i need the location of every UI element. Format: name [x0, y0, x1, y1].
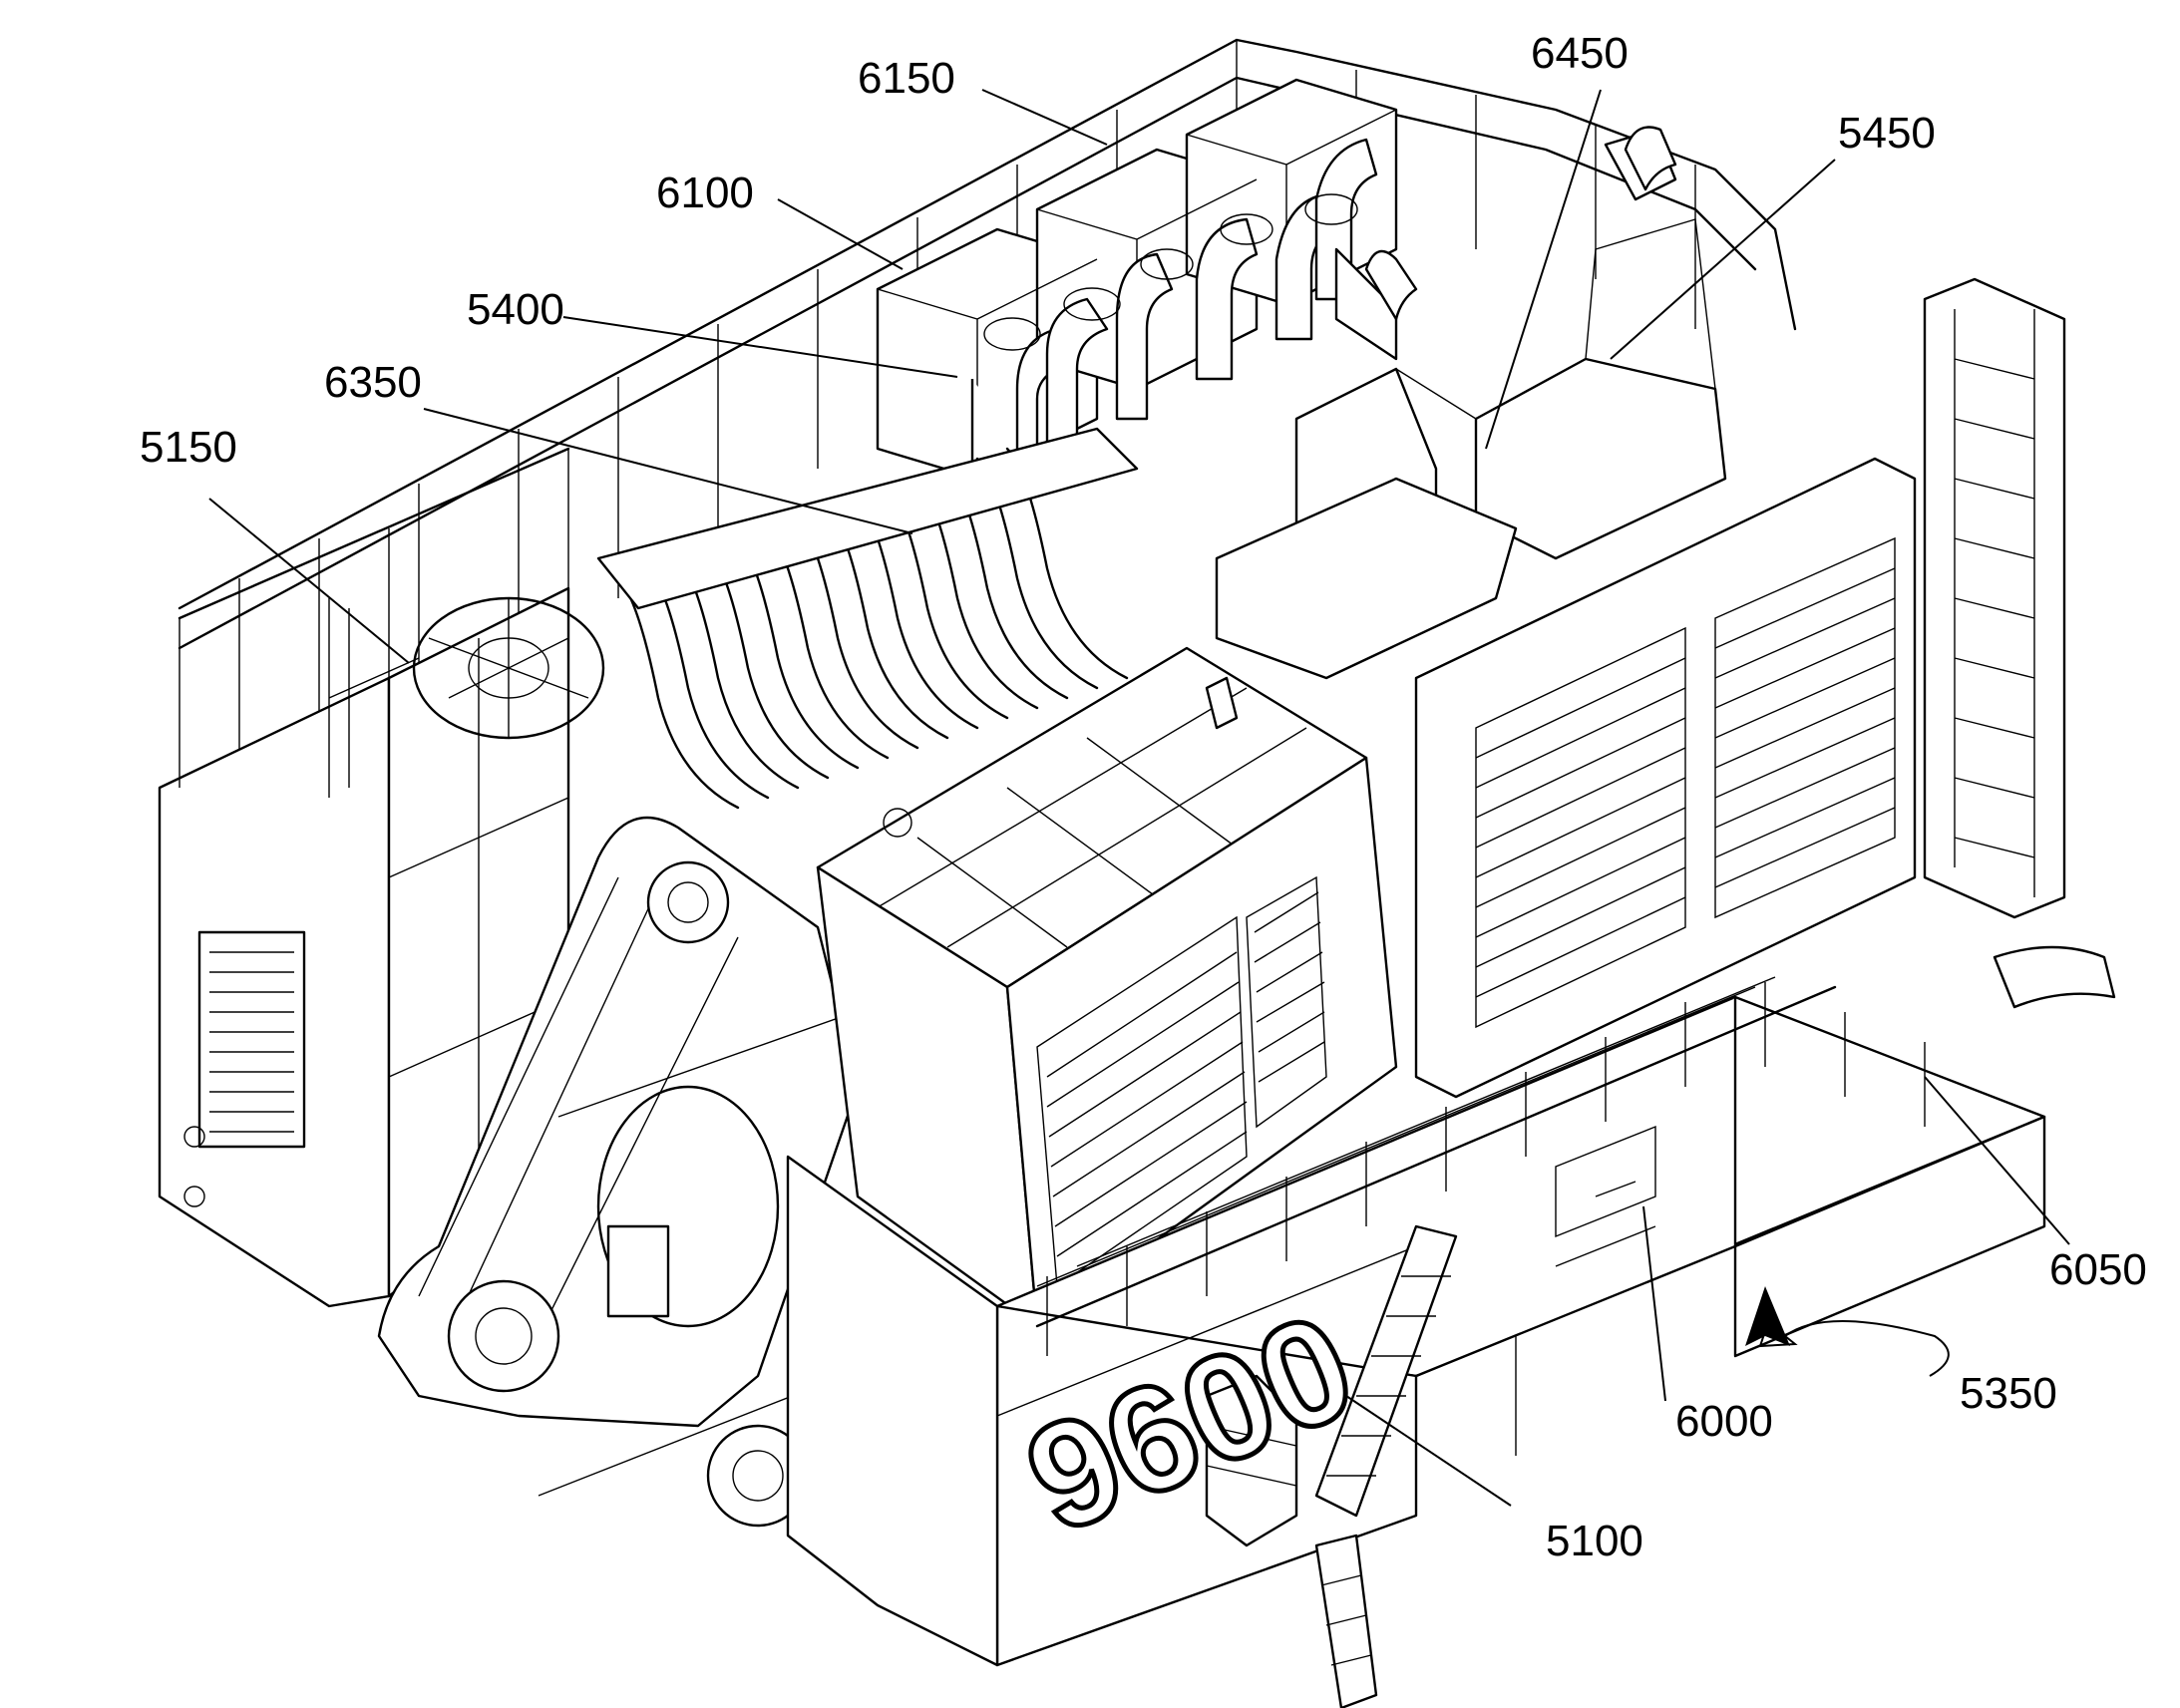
ref-6150: 6150 — [858, 54, 955, 103]
ref-5150: 5150 — [140, 423, 237, 472]
ref-5350: 5350 — [1960, 1369, 2057, 1418]
ref-6350: 6350 — [324, 358, 422, 407]
ref-6000: 6000 — [1675, 1397, 1773, 1446]
ref-5400: 5400 — [467, 285, 564, 334]
ref-6050: 6050 — [2049, 1245, 2147, 1294]
ref-6450: 6450 — [1531, 29, 1629, 78]
ref-5450: 5450 — [1838, 109, 1936, 158]
operator-cab — [816, 646, 1398, 1328]
hose-bundle — [596, 427, 1139, 810]
exhaust-elbows — [970, 138, 1378, 471]
ref-6100: 6100 — [656, 169, 754, 217]
reference-labels: 6150 6450 5450 6100 5400 6350 5150 6050 … — [140, 29, 2147, 1565]
direction-arrow — [1745, 1286, 1790, 1346]
lower-deck — [995, 976, 2046, 1708]
stacks-and-housings — [1215, 126, 1727, 680]
leader-lines — [208, 89, 2070, 1507]
boom-frame — [377, 816, 899, 1528]
radiator-bank — [1414, 277, 2116, 1099]
ref-5100: 5100 — [1546, 1517, 1643, 1565]
